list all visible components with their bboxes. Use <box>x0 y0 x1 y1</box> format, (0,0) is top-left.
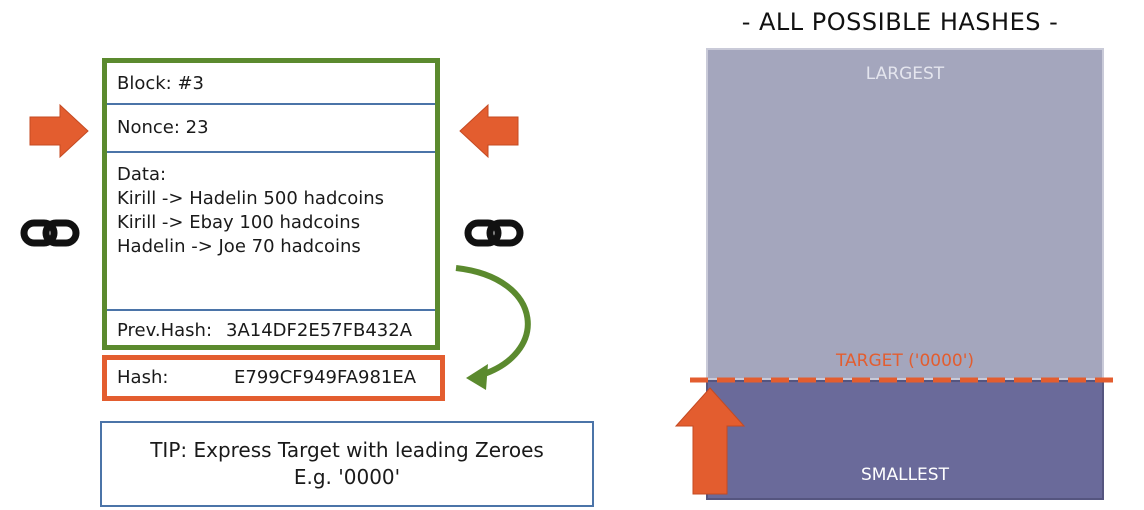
arrow-up-icon <box>674 387 746 495</box>
smallest-label: SMALLEST <box>861 465 949 485</box>
data-section: Data: Kirill -> Hadelin 500 hadcoins Kir… <box>107 155 435 311</box>
tip-box: TIP: Express Target with leading Zeroes … <box>100 421 594 507</box>
hash-value: E799CF949FA981EA <box>234 367 417 388</box>
data-label: Data: <box>117 164 167 185</box>
chain-link-icon <box>464 219 524 247</box>
prev-hash-label: Prev.Hash: <box>117 320 213 341</box>
smallest-hash-region <box>706 380 1104 500</box>
transaction-1: Kirill -> Hadelin 500 hadcoins <box>117 188 385 209</box>
target-label: TARGET ('0000') <box>835 351 975 371</box>
chain-link-icon <box>20 219 80 247</box>
nonce-field: Nonce: 23 <box>107 105 435 153</box>
hash-space-title: - ALL POSSIBLE HASHES - <box>741 8 1059 36</box>
hash-box: Hash: E799CF949FA981EA <box>102 355 445 401</box>
tip-line-2: E.g. '0000' <box>293 465 401 489</box>
largest-hash-region <box>706 48 1104 380</box>
prev-hash-row: Prev.Hash: 3A14DF2E57FB432A <box>107 313 435 349</box>
transaction-3: Hadelin -> Joe 70 hadcoins <box>117 236 361 257</box>
prev-hash-value: 3A14DF2E57FB432A <box>226 320 413 341</box>
curved-arrow-icon <box>455 265 531 390</box>
arrow-right-icon <box>29 103 89 159</box>
hash-label: Hash: <box>117 367 169 388</box>
block-number: Block: #3 <box>107 63 435 105</box>
tip-line-1: TIP: Express Target with leading Zeroes <box>150 438 544 462</box>
block-card: Block: #3 Nonce: 23 Data: Kirill -> Hade… <box>102 58 440 350</box>
arrow-left-icon <box>459 103 519 159</box>
transaction-2: Kirill -> Ebay 100 hadcoins <box>117 212 361 233</box>
largest-label: LARGEST <box>865 64 945 84</box>
